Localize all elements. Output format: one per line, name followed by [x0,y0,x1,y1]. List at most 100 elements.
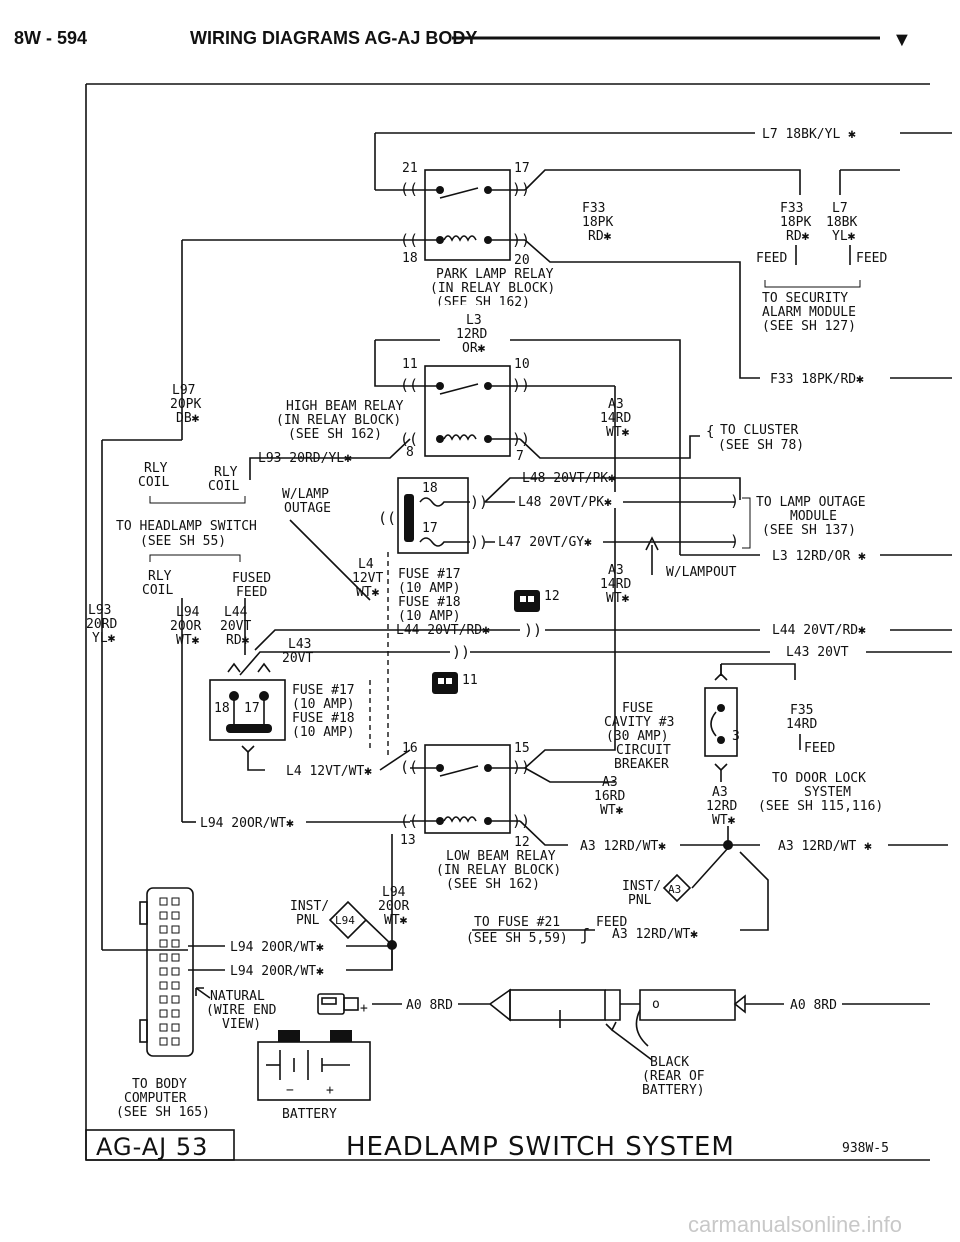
pin-13: 13 [400,833,416,848]
svg-text:{: { [706,424,714,440]
pin-18: 18 [402,251,418,266]
svg-text:)): )) [470,533,488,551]
fuse-box-label-4: (10 AMP) [292,725,355,740]
fuse-cavity-4: CIRCUIT [616,743,671,758]
natural-2: (WIRE END [206,1003,277,1018]
connector-pin [171,995,180,1004]
feed-label-3: FEED [804,741,835,756]
footer-title: HEADLAMP SWITCH SYSTEM [346,1132,735,1162]
black-2: (REAR OF [642,1069,705,1084]
wire-label-l3-a: L3 [466,313,482,328]
battery-cable [509,989,606,1021]
w-lampout-label: W/LAMPOUT [666,565,737,580]
battery-label: BATTERY [282,1107,337,1122]
connector-pin [159,981,168,990]
wire-label-l94v-c: WT✱ [384,913,408,928]
pin-10: 10 [514,357,530,372]
wire-label-l43-right: L43 20VT [786,645,849,660]
connector-pin [159,967,168,976]
svg-text:((: (( [400,376,418,394]
wire-label-a3-line: A3 12RD/WT✱ [580,839,666,854]
inst-conn-a3-label: A3 [668,883,681,896]
wire-label-l3-c: OR✱ [462,341,486,356]
wire-label-a3m-b: 14RD [600,577,631,592]
feed-label-2: FEED [856,251,887,266]
wire-label-a3-12-c: WT✱ [712,813,736,828]
wire-label-l97-b: 20PK [170,397,201,412]
natural-1: NATURAL [210,989,265,1004]
svg-text:((: (( [378,509,396,527]
watermark: carmanualsonline.info [688,1212,902,1237]
fuse-cavity-3: (30 AMP) [606,729,669,744]
fuse-box-label-1: FUSE #17 [292,683,355,698]
fuse-label-1: FUSE #17 [398,567,461,582]
body-computer-2: COMPUTER [124,1091,187,1106]
wire-label-l4-bottom: L4 12VT/WT✱ [286,764,372,779]
connector-pin [159,911,168,920]
pin-20: 20 [514,253,530,268]
wire-to-cluster [620,435,700,459]
connector-pin [171,1037,180,1046]
body-computer-connector [139,887,194,1057]
svg-text:((: (( [400,758,418,776]
svg-text:)): )) [512,180,530,198]
wire-label-a3-12-b: 12RD [706,799,737,814]
wire-l44 [254,629,520,651]
wire-l48-a [484,477,741,503]
rly-coil-a-1: RLY [144,461,168,476]
relay-label-3: (SEE SH 162) [446,877,540,892]
wire-label-l93-c: YL✱ [92,631,116,646]
pin-18: 18 [214,701,230,716]
wire-label-a3m-c: WT✱ [606,591,630,606]
lamp-outage-label-1: TO LAMP OUTAGE [756,495,866,510]
door-lock-2: SYSTEM [804,785,851,800]
wire-label-f35-b: 14RD [786,717,817,732]
wire-label-f33-c: RD✱ [588,229,612,244]
door-lock-1: TO DOOR LOCK [772,771,866,786]
relay-label-1: LOW BEAM RELAY [446,849,556,864]
rly-coil-b-1: RLY [214,465,238,480]
relay-label-2: (IN RELAY BLOCK) [276,413,401,428]
wire-f33-to-right [524,169,801,195]
inst-pnl-b-2: PNL [628,893,652,908]
wire-label-l94-c: WT✱ [176,633,200,648]
security-label-3: (SEE SH 127) [762,319,856,334]
connector-11-label: 11 [462,673,478,688]
rly-coil-c-1: RLY [148,569,172,584]
wire-label-l43-a: L43 [288,637,311,652]
wire-label-a3-16-c: WT✱ [600,803,624,818]
wire-label-a3-16-a: A3 [602,775,618,790]
body-computer-1: TO BODY [132,1077,187,1092]
wire-label-f33r-b: 18PK [780,215,811,230]
svg-text:)): )) [512,376,530,394]
wire-label-l94-c2: L94 20OR/WT✱ [230,964,324,979]
lamp-outage-label-2: MODULE [790,509,837,524]
svg-text:): ) [730,492,739,510]
footer-code: AG-AJ 53 [96,1133,208,1161]
connector-pin [171,911,180,920]
connector-pin [159,897,168,906]
wire-label-f33-right: F33 18PK/RD✱ [770,372,864,387]
wire-label-l47: L47 20VT/GY✱ [498,535,592,550]
wire-label-f35-a: F35 [790,703,813,718]
wire-label-l94-c1: L94 20OR/WT✱ [230,940,324,955]
headlamp-switch-2: (SEE SH 55) [140,534,226,549]
pin-7: 7 [516,449,524,464]
security-label-2: ALARM MODULE [762,305,856,320]
svg-text:)): )) [512,758,530,776]
fuse-cavity-1: FUSE [622,701,653,716]
wire-label-l4-b: 12VT [352,571,383,586]
pin-17: 17 [514,161,530,176]
connector-pin [171,967,180,976]
fused-feed-1: FUSED [232,571,271,586]
cluster-label-1: TO CLUSTER [720,423,798,438]
natural-3: VIEW) [222,1017,261,1032]
svg-text:((: (( [400,812,418,830]
feed-label-4: FEED [596,915,627,930]
wire-label-f33r-a: F33 [780,201,803,216]
fuse-cavity-5: BREAKER [614,757,669,772]
terminal-plus: + [360,1001,368,1016]
relay-label-3: (SEE SH 162) [288,427,382,442]
wire-label-l44-c: RD✱ [226,633,250,648]
wire-label-l43-b: 20VT [282,651,313,666]
